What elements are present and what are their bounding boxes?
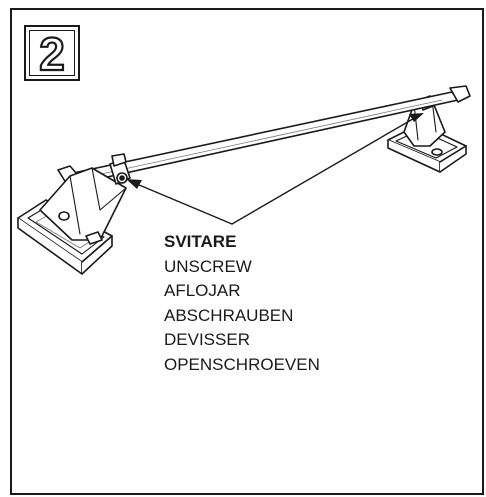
label-spanish: AFLOJAR — [164, 281, 241, 300]
step-number-icon: 2 — [38, 27, 66, 79]
label-dutch: OPENSCHROEVEN — [164, 354, 320, 374]
step-number: 2 — [39, 28, 65, 79]
left-arrow-head — [126, 179, 142, 189]
label-french: DEVISSER — [164, 330, 250, 349]
left-foot — [17, 153, 131, 275]
step-number-box: 2 — [24, 25, 80, 81]
instruction-labels: SVITARE UNSCREW AFLOJAR ABSCHRAUBEN DEVI… — [164, 230, 320, 377]
arrow-heads — [126, 113, 424, 189]
right-arrow-head — [409, 113, 424, 122]
label-german: ABSCHRAUBEN — [164, 305, 294, 325]
label-english: UNSCREW — [164, 256, 252, 276]
label-primary: SVITARE — [164, 232, 237, 251]
pointer-lines — [131, 115, 419, 225]
